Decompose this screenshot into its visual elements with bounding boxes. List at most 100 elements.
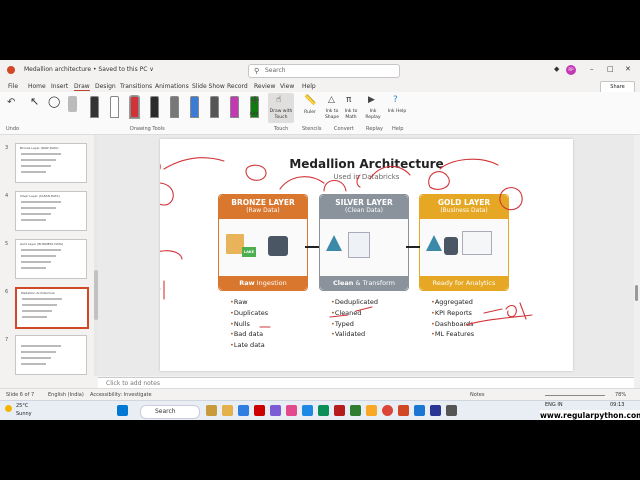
- menu-animations[interactable]: Animations: [155, 83, 189, 90]
- layer-name: GOLD LAYER: [437, 198, 491, 207]
- menu-draw[interactable]: Draw: [74, 83, 90, 91]
- app-icon[interactable]: [446, 405, 457, 416]
- maximize-icon[interactable]: □: [607, 65, 614, 73]
- ink-stroke: [465, 314, 533, 326]
- app-icon[interactable]: [430, 405, 441, 416]
- ink-annotations[interactable]: [160, 139, 573, 371]
- menu-transitions[interactable]: Transitions: [120, 83, 153, 90]
- pen-icon[interactable]: [110, 96, 119, 118]
- pen-icon[interactable]: [150, 96, 159, 118]
- menu-view[interactable]: View: [280, 83, 295, 90]
- draw-with-touch-button[interactable]: ☝ Draw with Touch: [268, 93, 294, 123]
- pen-icon[interactable]: [90, 96, 99, 118]
- menu-home[interactable]: Home: [28, 83, 46, 90]
- pen-icon[interactable]: [230, 96, 239, 118]
- app-icon[interactable]: [222, 405, 233, 416]
- accessibility-status[interactable]: Accessibility: Investigate: [90, 392, 152, 398]
- notes-pane[interactable]: Click to add notes: [98, 377, 634, 389]
- slide-thumbnail[interactable]: Bronze Layer (RAW DATA): [15, 143, 87, 183]
- thumbnail-number: 7: [5, 337, 9, 343]
- ink-stroke: [356, 174, 361, 188]
- layer-footer-bold: Clean: [333, 279, 354, 287]
- select-icon[interactable]: ↖: [30, 95, 40, 108]
- thumbnail-scroll-thumb[interactable]: [94, 270, 98, 320]
- app-icon[interactable]: [238, 405, 249, 416]
- ink-help-icon[interactable]: ?: [393, 95, 398, 105]
- slide-thumbnail[interactable]: Silver Layer (CLEAN DATA): [15, 191, 87, 231]
- thumbnail-number: 4: [5, 193, 9, 199]
- thumbnail-scrollbar[interactable]: [94, 135, 98, 376]
- slide-scrollbar[interactable]: [634, 135, 640, 388]
- slide-subtitle[interactable]: Used in Databricks: [333, 173, 400, 181]
- app-icon[interactable]: [366, 405, 377, 416]
- pen-icon[interactable]: [190, 96, 199, 118]
- add-pen-icon[interactable]: +: [250, 93, 261, 107]
- minimize-icon[interactable]: –: [590, 65, 594, 73]
- app-icon[interactable]: [286, 405, 297, 416]
- powerpoint-taskbar-icon[interactable]: [398, 405, 409, 416]
- app-icon[interactable]: [334, 405, 345, 416]
- slide-thumbnail[interactable]: [15, 335, 87, 375]
- window-title: Medallion architecture • Saved to this P…: [24, 66, 154, 73]
- close-icon[interactable]: ✕: [625, 65, 631, 73]
- language-indicator[interactable]: ENG IN: [545, 402, 563, 408]
- thumbnail-title: Medallion Architecture: [21, 291, 55, 295]
- taskbar-search-label: Search: [155, 408, 176, 415]
- menu-slide-show[interactable]: Slide Show: [192, 83, 225, 90]
- current-slide[interactable]: Medallion Architecture Used in Databrick…: [160, 139, 573, 371]
- slide-thumbnail[interactable]: Medallion Architecture: [15, 287, 89, 329]
- menu-help[interactable]: Help: [302, 83, 316, 90]
- pen-icon[interactable]: [170, 96, 179, 118]
- ink-to-math-icon[interactable]: π: [346, 95, 352, 105]
- ruler-label: Ruler: [304, 110, 316, 115]
- slide-scroll-thumb[interactable]: [635, 285, 638, 301]
- menu-design[interactable]: Design: [95, 83, 116, 90]
- app-icon[interactable]: [414, 405, 425, 416]
- lasso-icon[interactable]: ◯: [48, 95, 61, 108]
- bullet-item: Nulls: [230, 319, 268, 330]
- menu-review[interactable]: Review: [254, 83, 276, 90]
- avatar[interactable]: RP: [566, 65, 576, 75]
- ink-stroke: [160, 280, 165, 300]
- app-icon[interactable]: [270, 405, 281, 416]
- ink-to-shape-icon[interactable]: △: [328, 95, 335, 105]
- slide-title[interactable]: Medallion Architecture: [289, 157, 444, 171]
- clock[interactable]: 09:13: [610, 402, 625, 408]
- eraser-icon[interactable]: [68, 96, 77, 112]
- search-box[interactable]: ⚲ Search: [248, 64, 400, 78]
- layer-footer-text: Ready for Analytics: [432, 279, 496, 287]
- menu-record[interactable]: Record: [227, 83, 248, 90]
- pen-icon[interactable]: [250, 96, 259, 118]
- layer-header: GOLD LAYER(Business Data): [420, 195, 508, 219]
- chrome-icon[interactable]: [382, 405, 393, 416]
- menu-insert[interactable]: Insert: [51, 83, 69, 90]
- undo-icon[interactable]: ↶: [7, 97, 16, 108]
- zoom-slider[interactable]: [545, 395, 605, 396]
- layer-header: BRONZE LAYER(Raw Data): [219, 195, 307, 219]
- app-icon[interactable]: [206, 405, 217, 416]
- zoom-level[interactable]: 78%: [615, 392, 627, 398]
- ink-replay-icon[interactable]: ▶: [368, 95, 375, 105]
- language-status[interactable]: English (India): [48, 392, 84, 398]
- layer-footer: Ready for Analytics: [420, 276, 508, 290]
- app-icon[interactable]: [302, 405, 313, 416]
- ink-stroke: [428, 171, 450, 190]
- ink-stroke: [279, 176, 325, 190]
- weather-temp: 25°C: [16, 403, 29, 409]
- thumbnail-line: [21, 345, 61, 347]
- diamond-icon[interactable]: ◆: [554, 65, 560, 73]
- windows-start-icon[interactable]: [117, 405, 128, 416]
- menu-file[interactable]: File: [8, 83, 19, 90]
- pen-icon[interactable]: [210, 96, 219, 118]
- status-bar: Slide 6 of 7 English (India) Accessibili…: [0, 388, 640, 401]
- app-icon[interactable]: [318, 405, 329, 416]
- app-icon[interactable]: [254, 405, 265, 416]
- app-icon[interactable]: [350, 405, 361, 416]
- layer-bullet-list: RawDuplicatesNullsBad dataLate data: [230, 297, 268, 351]
- pen-icon[interactable]: [129, 95, 140, 119]
- taskbar-search[interactable]: Search: [140, 405, 200, 419]
- notes-button[interactable]: Notes: [470, 392, 485, 398]
- slide-editor: Medallion Architecture Used in Databrick…: [98, 135, 634, 376]
- ruler-icon[interactable]: 📏: [304, 95, 317, 106]
- slide-thumbnail[interactable]: Gold Layer (BUSINESS DATA): [15, 239, 87, 279]
